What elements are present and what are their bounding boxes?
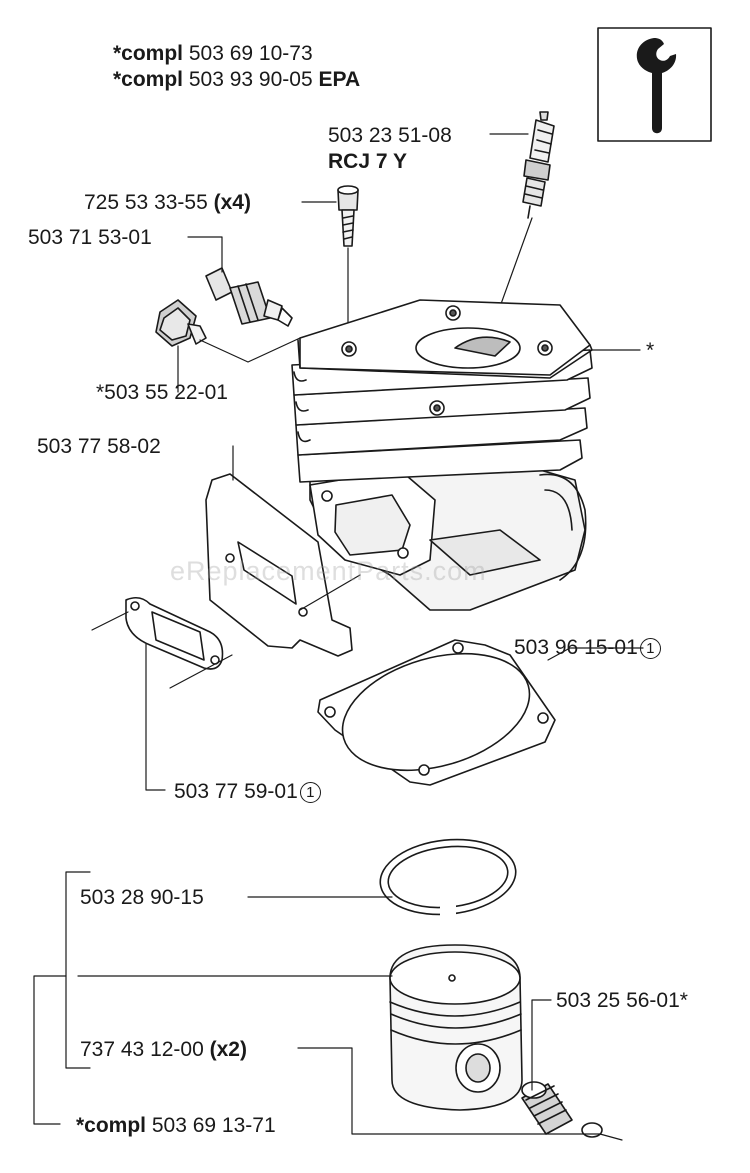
- header-compl-2: *compl 503 93 90-05 EPA: [113, 68, 361, 91]
- muffler-plate-number: 503 77 58-02: [37, 435, 161, 458]
- piston: [389, 944, 523, 1111]
- leader-lines: [33, 133, 644, 1141]
- circlip-label: 737 43 12-00 (x2): [80, 1038, 247, 1061]
- muffler-gasket: [91, 596, 233, 689]
- cylinder-marker: *: [646, 339, 655, 362]
- footnote-1-badge: 1: [639, 638, 661, 659]
- piston-ring: [379, 838, 517, 920]
- needle-bearing-number: 503 25 56-01*: [556, 989, 688, 1012]
- screw-label: 725 53 33-55 (x4): [84, 191, 251, 214]
- piston-kit-label: *compl 503 69 13-71: [76, 1114, 276, 1137]
- cylinder-screw: [337, 185, 359, 353]
- decomp-valve-number: 503 71 53-01: [28, 226, 152, 249]
- spark-plug-type: RCJ 7 Y: [328, 150, 407, 173]
- piston-circlip: [581, 1122, 603, 1138]
- wrench-icon: [597, 27, 712, 142]
- header-compl-1: *compl 503 69 10-73: [113, 42, 313, 65]
- decompression-valve: [205, 267, 293, 327]
- muffler-plate: [205, 473, 361, 657]
- cylinder: [291, 299, 641, 611]
- piston-ring-number: 503 28 90-15: [80, 886, 204, 909]
- needle-bearing: [521, 1081, 573, 1135]
- watermark: eReplacementParts.com: [170, 556, 487, 586]
- cylinder-plug: [155, 299, 207, 393]
- spark-plug-number: 503 23 51-08: [328, 124, 452, 147]
- cylinder-base-gasket: [317, 639, 556, 786]
- plug-number: *503 55 22-01: [96, 381, 228, 404]
- footnote-1-badge: 1: [299, 782, 321, 803]
